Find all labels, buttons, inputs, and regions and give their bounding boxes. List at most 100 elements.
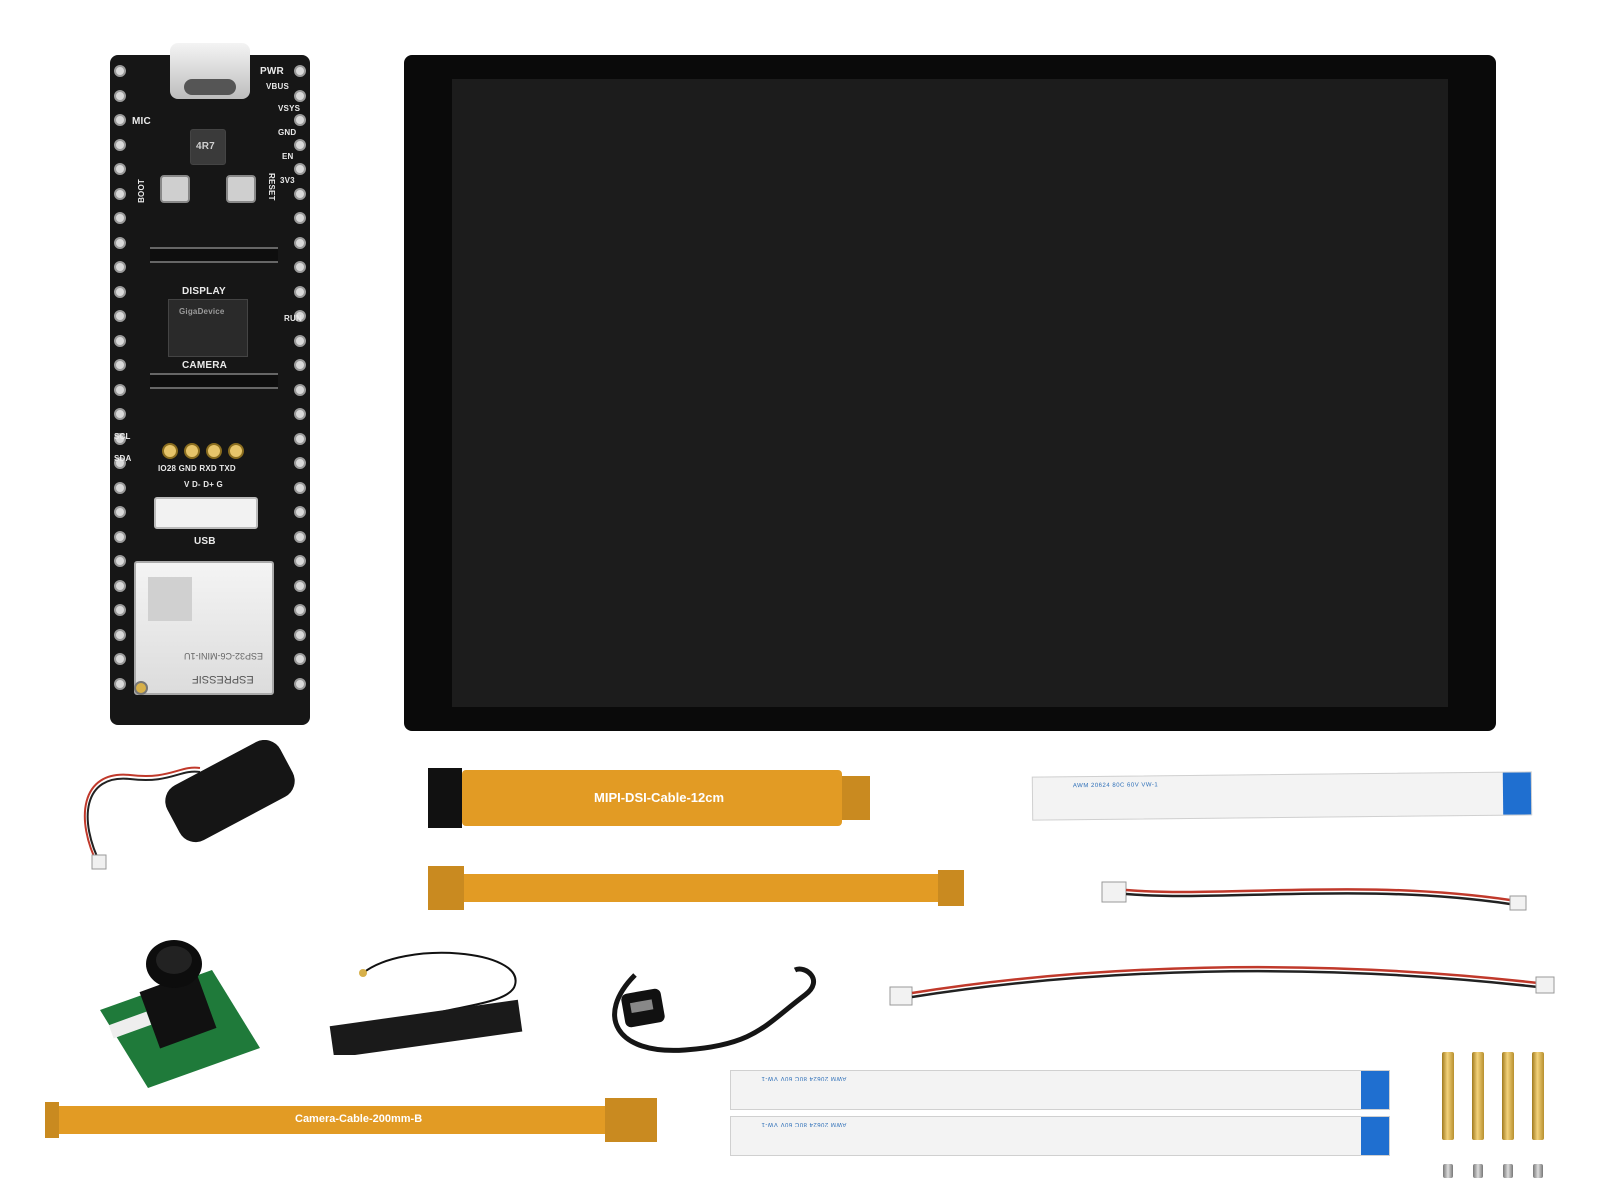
label-pwr: PWR (260, 66, 284, 77)
speaker-wire-black (86, 770, 201, 866)
header-pin (114, 604, 126, 616)
jst-long-wire-black (911, 969, 1539, 999)
header-pin (294, 653, 306, 665)
camera-module (100, 940, 260, 1088)
ffc-cable-top: AWM 20624 80C 60V VW-1 (1031, 771, 1533, 821)
module-maker: ESPRESSIF (192, 673, 254, 685)
header-pin (294, 114, 306, 126)
speaker-body (165, 740, 295, 843)
inductor-label: 4R7 (196, 141, 215, 152)
camera-lens-holder (139, 971, 217, 1049)
speaker-with-cable (83, 740, 295, 870)
header-pin (114, 310, 126, 322)
uart-pad-io28 (162, 443, 178, 459)
header-pin (294, 163, 306, 175)
header-pin (114, 506, 126, 518)
header-pin (294, 310, 306, 322)
header-pin (294, 285, 306, 298)
fpc-cable-body (464, 874, 938, 902)
dsi-cable-body (462, 770, 842, 826)
screw-1 (1443, 1164, 1453, 1178)
antenna-ufl-connector (359, 969, 367, 977)
camera-lens-glass (156, 946, 192, 974)
jst-long-wire-red (911, 965, 1539, 995)
display-screen (452, 79, 1448, 707)
brass-standoff-1 (1442, 1052, 1454, 1140)
header-pin (114, 65, 126, 77)
gigadevice-chip: GigaDevice (168, 299, 248, 357)
brass-standoff-3 (1502, 1052, 1514, 1140)
label-vsys: VSYS (278, 104, 301, 113)
dev-board: MIC PWR VBUS VSYS GND EN 3V3 4R7 BOOT RE… (110, 43, 310, 725)
uart-pad-rxd (206, 443, 222, 459)
label-scl: SCL (114, 432, 131, 441)
brass-standoff-4 (1532, 1052, 1544, 1140)
reset-button[interactable] (226, 175, 256, 203)
jst-cable-short (1101, 881, 1527, 911)
header-pin (294, 481, 306, 494)
header-pin (114, 89, 126, 102)
ffc-bottom2-blue-tab (1361, 1117, 1389, 1155)
screw-2 (1473, 1164, 1483, 1178)
header-pin (294, 383, 306, 396)
camera-cable-body (59, 1106, 619, 1134)
label-usb-pins: V D- D+ G (184, 480, 223, 489)
ffc-top-blue-tab (1502, 772, 1532, 815)
label-run: RUN (284, 314, 302, 323)
header-pin (294, 89, 306, 102)
speaker-plug (91, 854, 107, 870)
screw-3 (1503, 1164, 1513, 1178)
label-boot: BOOT (137, 179, 146, 203)
header-pin (294, 236, 306, 249)
camera-cable-contacts-left (45, 1102, 59, 1138)
display-connector (150, 247, 278, 263)
label-reset: RESET (267, 173, 276, 201)
jst-cable-long (889, 965, 1555, 1006)
header-pin (114, 334, 126, 347)
ffc-cable-bottom-1: AWM 20624 80C 60V VW-1 (730, 1070, 1390, 1110)
label-usb: USB (194, 536, 216, 547)
header-pin (294, 408, 306, 420)
header-pin (114, 163, 126, 175)
header-pin (294, 628, 306, 641)
header-pin (114, 359, 126, 371)
header-pin (114, 212, 126, 224)
uart-pad-txd (228, 443, 244, 459)
jst-short-wire-black (1125, 892, 1511, 906)
chip-brand: GigaDevice (179, 307, 225, 316)
brass-standoff-2 (1472, 1052, 1484, 1140)
mipi-dsi-cable: MIPI-DSI-Cable-12cm (428, 768, 873, 828)
header-pin (114, 285, 126, 298)
antenna-pad (329, 999, 523, 1055)
header-pin (294, 359, 306, 371)
uart-pad-gnd (184, 443, 200, 459)
header-pin (294, 432, 306, 445)
header-pin (114, 383, 126, 396)
header-pin (294, 677, 306, 690)
touch-display (404, 55, 1496, 731)
camera-connector (108, 1011, 152, 1039)
inductor-chip: 4R7 (190, 129, 226, 165)
header-pin (294, 555, 306, 567)
header-pin (294, 65, 306, 77)
screw-4 (1533, 1164, 1543, 1178)
label-en: EN (282, 152, 294, 161)
camera-cable-wide-end (605, 1098, 657, 1142)
jst-long-plug-left (889, 986, 913, 1006)
jst-short-plug-right (1509, 895, 1527, 911)
header-pin (294, 506, 306, 518)
fpc-cable-contacts-right (938, 870, 964, 906)
ffc-cable-bottom-2: AWM 20624 80C 60V VW-1 (730, 1116, 1390, 1156)
header-pin (294, 138, 306, 151)
label-mic: MIC (132, 116, 151, 127)
header-pin (114, 653, 126, 665)
header-pin (114, 457, 126, 469)
boot-button[interactable] (160, 175, 190, 203)
jst-long-plug-right (1535, 976, 1555, 994)
header-pin (114, 432, 126, 445)
qr-code-icon (148, 577, 192, 621)
header-pin (294, 530, 306, 543)
ffc-bottom1-blue-tab (1361, 1071, 1389, 1109)
header-pin (294, 579, 306, 592)
header-pin (294, 334, 306, 347)
